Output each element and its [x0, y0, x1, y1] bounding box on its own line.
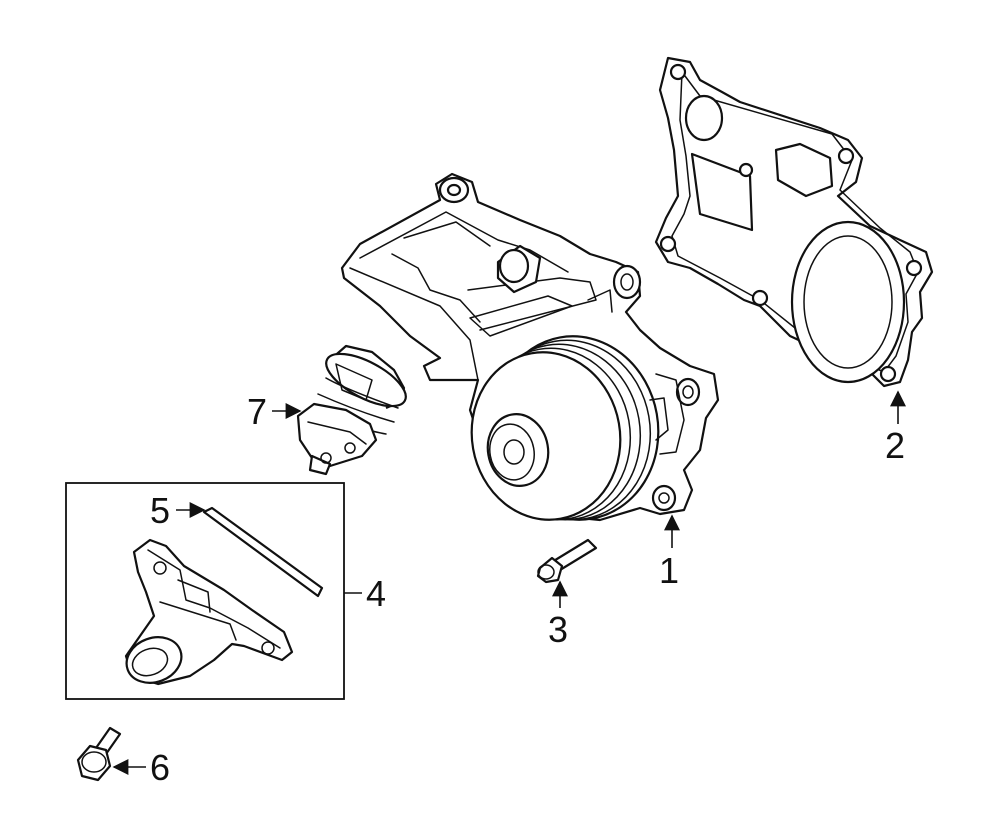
housing-part — [124, 538, 294, 686]
o-ring-part — [202, 506, 324, 598]
bolt-6-part — [76, 726, 122, 782]
callout-2: 2 — [885, 425, 905, 466]
callout-3: 3 — [548, 609, 568, 650]
housing-kit-box — [65, 482, 345, 700]
callout-5: 5 — [150, 490, 170, 531]
callout-labels: 1 2 3 4 5 6 7 — [150, 391, 905, 788]
water-pump-part — [340, 172, 720, 522]
callout-1: 1 — [659, 550, 679, 591]
callout-6: 6 — [150, 747, 170, 788]
callout-4: 4 — [366, 573, 386, 614]
bolt-part — [536, 538, 598, 584]
gasket-part — [654, 56, 934, 388]
leader-lines — [112, 390, 906, 775]
thermostat-part — [296, 344, 407, 476]
callout-7: 7 — [247, 391, 267, 432]
